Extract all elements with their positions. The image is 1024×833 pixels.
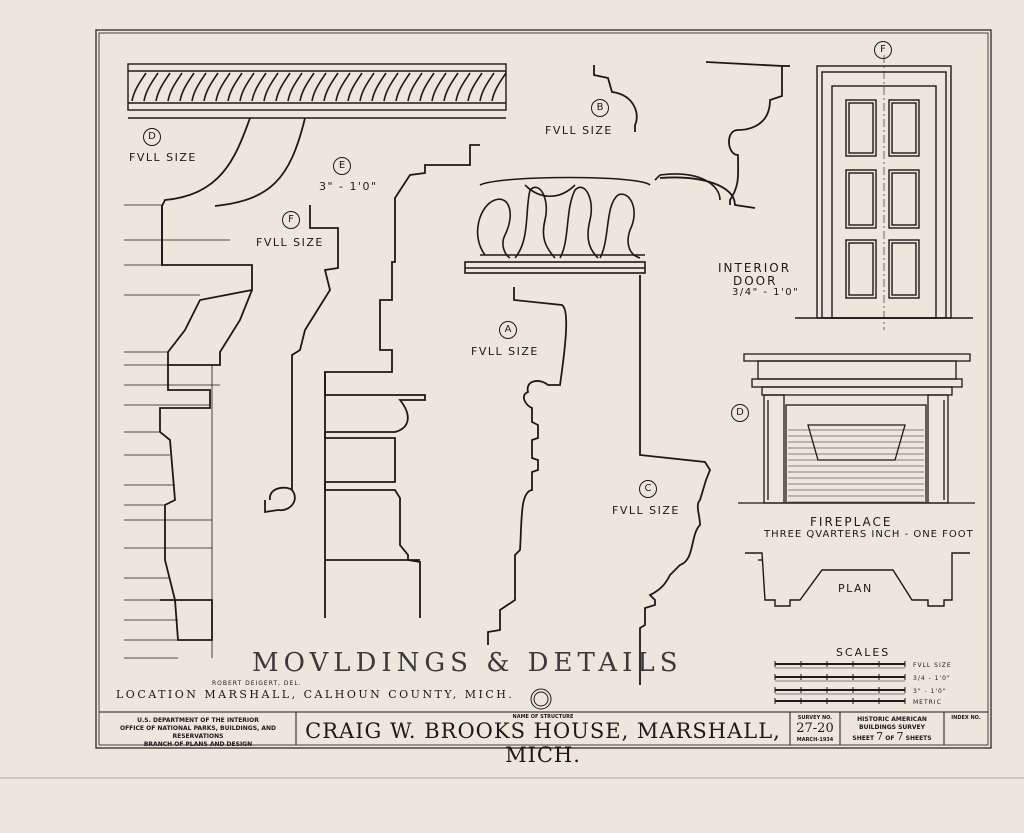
survey-number: 27-20 [796, 721, 834, 736]
profile-F [264, 205, 339, 514]
rope-twist [479, 72, 495, 102]
label-A-scale: FVLL SIZE [471, 345, 539, 358]
door-title2: DOOR [733, 274, 778, 288]
scale-row-1: FVLL SIZE [913, 662, 952, 669]
fireplace-title: FIREPLACE [810, 515, 893, 529]
rope-moulding [127, 63, 507, 119]
rope-twist [419, 72, 435, 102]
profile-E [324, 144, 480, 618]
agency-line-3: BRANCH OF PLANS AND DESIGN [143, 741, 253, 748]
rope-twist [239, 72, 255, 102]
scale-row-4: METRIC [913, 699, 942, 706]
profile-C [639, 275, 712, 685]
agency-block: U.S. DEPARTMENT OF THE INTERIOR OFFICE O… [101, 717, 295, 749]
rope-twist [251, 72, 267, 102]
rope-twist [371, 72, 387, 102]
scales-title: SCALES [836, 646, 891, 659]
label-D-scale: FVLL SIZE [129, 151, 197, 164]
rope-twist [467, 72, 483, 102]
marker-C: C [639, 480, 657, 498]
title-block-lines [0, 711, 1024, 779]
marker-fireplace-D: D [731, 404, 749, 422]
marker-D: D [143, 128, 161, 146]
rope-twist [383, 72, 399, 102]
sheet-number: 7 [876, 730, 884, 743]
rope-twist [167, 72, 183, 102]
label-F-scale: FVLL SIZE [256, 236, 324, 249]
delineator: ROBERT DEIGERT, DEL. [212, 680, 302, 687]
label-B-scale: FVLL SIZE [545, 124, 613, 137]
agency-line-1: U.S. DEPARTMENT OF THE INTERIOR [137, 717, 259, 724]
habs-seal [530, 688, 552, 710]
rope-twist [287, 72, 303, 102]
door-elevation [795, 55, 973, 330]
rope-twist [143, 72, 159, 102]
rope-twist [155, 72, 171, 102]
profile-D [159, 117, 306, 641]
rope-twist [335, 72, 351, 102]
survey-label: SURVEY NO. [797, 715, 833, 721]
marker-E: E [333, 157, 351, 175]
scale-row-3: 3" - 1'0" [913, 688, 947, 695]
marker-B: B [591, 99, 609, 117]
label-E-scale: 3" - 1'0" [319, 180, 378, 193]
rope-twist [203, 72, 219, 102]
rope-twist [179, 72, 195, 102]
sheet-word: SHEET [852, 735, 875, 742]
label-C-scale: FVLL SIZE [612, 504, 680, 517]
marker-A: A [499, 321, 517, 339]
index-label: INDEX NO. [951, 715, 981, 721]
habs-line-2: BUILDINGS SURVEY [859, 724, 925, 731]
rope-twist [227, 72, 243, 102]
scale-bars [774, 661, 906, 704]
plan-label: PLAN [838, 582, 873, 595]
rope-twist [359, 72, 375, 102]
rope-twist [491, 72, 507, 102]
agency-line-2: OFFICE OF NATIONAL PARKS, BUILDINGS, AND… [119, 725, 277, 740]
door-title: INTERIOR [718, 261, 792, 275]
sheets-word: SHEETS [905, 735, 932, 742]
profile-A [487, 287, 568, 645]
rope-twist [395, 72, 411, 102]
rope-twist [275, 72, 291, 102]
name-of-structure-label: NAME OF STRUCTURE [512, 714, 574, 720]
rope-twist [431, 72, 447, 102]
of-word: OF [885, 735, 895, 742]
rope-twist [263, 72, 279, 102]
sheet-count: SHEET 7 OF 7 SHEETS [840, 730, 944, 743]
ornamental-frieze [464, 173, 721, 274]
survey-date: MARCH-1934 [796, 737, 834, 743]
structure-name: CRAIG W. BROOKS HOUSE, MARSHALL, MICH. [305, 719, 781, 767]
scale-row-2: 3/4 - 1'0" [913, 675, 951, 682]
rope-twist [407, 72, 423, 102]
rope-twist [215, 72, 231, 102]
fireplace-elevation [738, 353, 975, 504]
rope-twist [131, 72, 147, 102]
rope-twist [455, 72, 471, 102]
rope-twist [323, 72, 339, 102]
rope-twist [299, 72, 315, 102]
fireplace-scale: THREE QVARTERS INCH - ONE FOOT [764, 529, 974, 540]
sheet-total: 7 [896, 730, 904, 743]
door-scale: 3/4" - 1'0" [732, 287, 800, 298]
marker-door-F: F [874, 41, 892, 59]
outer-border [95, 29, 992, 749]
profile-B [593, 61, 790, 209]
inner-border [98, 32, 989, 746]
rope-twist [443, 72, 459, 102]
profile-D-hatch [124, 204, 230, 659]
marker-F: F [282, 211, 300, 229]
location-line: LOCATION MARSHALL, CALHOUN COUNTY, MICH. [116, 688, 515, 701]
rope-twist [347, 72, 363, 102]
fireplace-plan [745, 552, 970, 607]
rope-twist [191, 72, 207, 102]
rope-twist [311, 72, 327, 102]
sheet-title: MOVLDINGS & DETAILS [252, 648, 683, 678]
habs-line-1: HISTORIC AMERICAN [857, 716, 927, 723]
